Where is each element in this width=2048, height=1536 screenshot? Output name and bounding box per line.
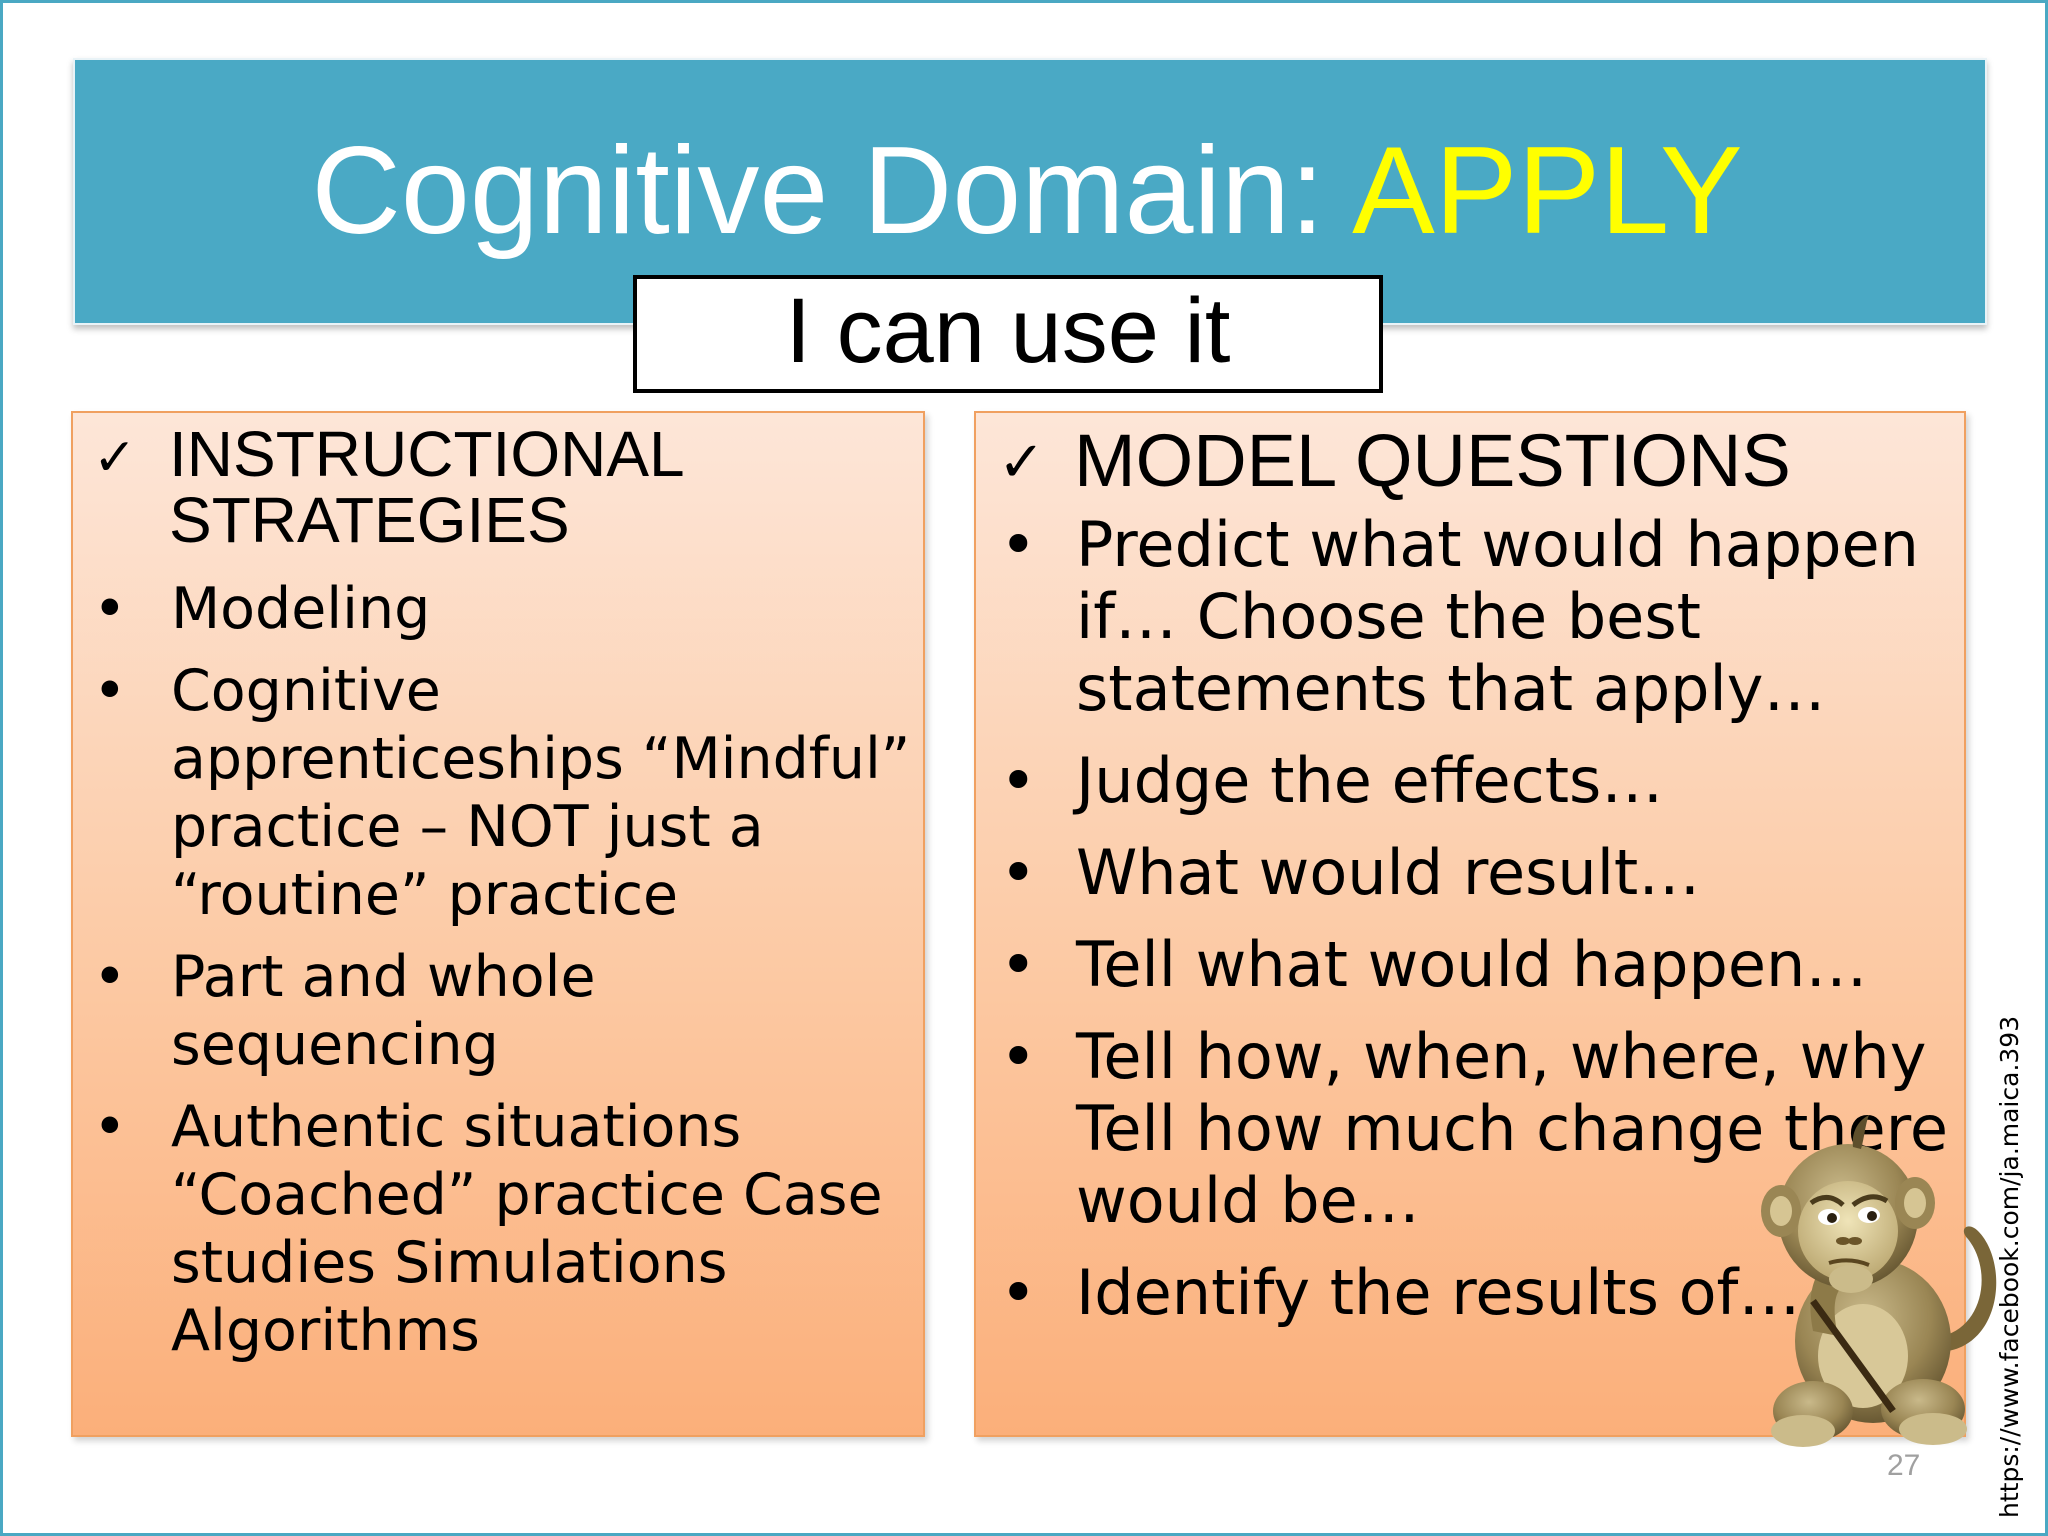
bullet-icon: •	[93, 944, 127, 1010]
page-number: 27	[1887, 1449, 1921, 1482]
list-item-text: Judge the effects…	[1076, 744, 1664, 817]
panel-heading: INSTRUCTIONAL STRATEGIES	[169, 418, 683, 556]
bullet-icon: •	[1000, 508, 1037, 581]
list-item: • Modeling	[93, 575, 911, 643]
instructional-strategies-panel: ✓ INSTRUCTIONAL STRATEGIES • Modeling • Co…	[71, 411, 925, 1437]
list-item-text: Cognitive apprenticeships “Mindful” prac…	[171, 658, 911, 928]
list-item-text: Tell how, when, where, why Tell how much…	[1076, 1020, 1948, 1237]
title-accent: APPLY	[1352, 122, 1743, 260]
list-item-text: Authentic situations “Coached” practice …	[171, 1094, 883, 1364]
bullet-icon: •	[93, 1094, 127, 1160]
checkmark-icon: ✓	[998, 430, 1045, 495]
list-item: • Predict what would happen if… Choose th…	[1000, 508, 1956, 725]
bullet-icon: •	[1000, 836, 1037, 909]
list-item: • Judge the effects…	[1000, 744, 1956, 817]
list-item-text: Modeling	[171, 576, 431, 642]
model-questions-panel: ✓ MODEL QUESTIONS • Predict what would ha…	[974, 411, 1966, 1437]
list-item-text: Tell what would happen…	[1076, 928, 1868, 1001]
list-item-text: What would result…	[1076, 836, 1701, 909]
subtitle-box: I can use it	[633, 275, 1383, 393]
list-item-text: Identify the results of…	[1076, 1256, 1801, 1329]
list-item: • Authentic situations “Coached” practice…	[93, 1093, 911, 1365]
list-item: • Cognitive apprenticeships “Mindful” pra…	[93, 657, 911, 929]
bullet-icon: •	[1000, 744, 1037, 817]
bullet-icon: •	[1000, 1020, 1037, 1093]
checkmark-icon: ✓	[93, 428, 137, 488]
bullet-icon: •	[93, 576, 127, 642]
list-item: • Identify the results of…	[1000, 1256, 1956, 1329]
source-credit: https://www.facebook.com/ja.maica.393	[1995, 1015, 2024, 1518]
strategies-list: • Modeling • Cognitive apprenticeships “Mi…	[93, 575, 911, 1379]
title-main: Cognitive Domain:	[311, 122, 1353, 260]
list-item-text: Predict what would happen if… Choose the…	[1076, 508, 1919, 725]
thinking-monkey-icon	[1761, 1115, 1997, 1447]
list-item-text: Part and whole sequencing	[171, 944, 596, 1078]
bullet-icon: •	[1000, 928, 1037, 1001]
panel-heading: MODEL QUESTIONS	[1074, 419, 1791, 502]
subtitle: I can use it	[785, 280, 1231, 382]
bullet-icon: •	[93, 658, 127, 724]
list-item: • Tell what would happen…	[1000, 928, 1956, 1001]
questions-list: • Predict what would happen if… Choose th…	[1000, 508, 1956, 1349]
list-item: • What would result…	[1000, 836, 1956, 909]
bullet-icon: •	[1000, 1256, 1037, 1329]
list-item: • Part and whole sequencing	[93, 943, 911, 1079]
slide-title: Cognitive Domain: APPLY	[3, 121, 2048, 261]
list-item: • Tell how, when, where, why Tell how muc…	[1000, 1020, 1956, 1237]
